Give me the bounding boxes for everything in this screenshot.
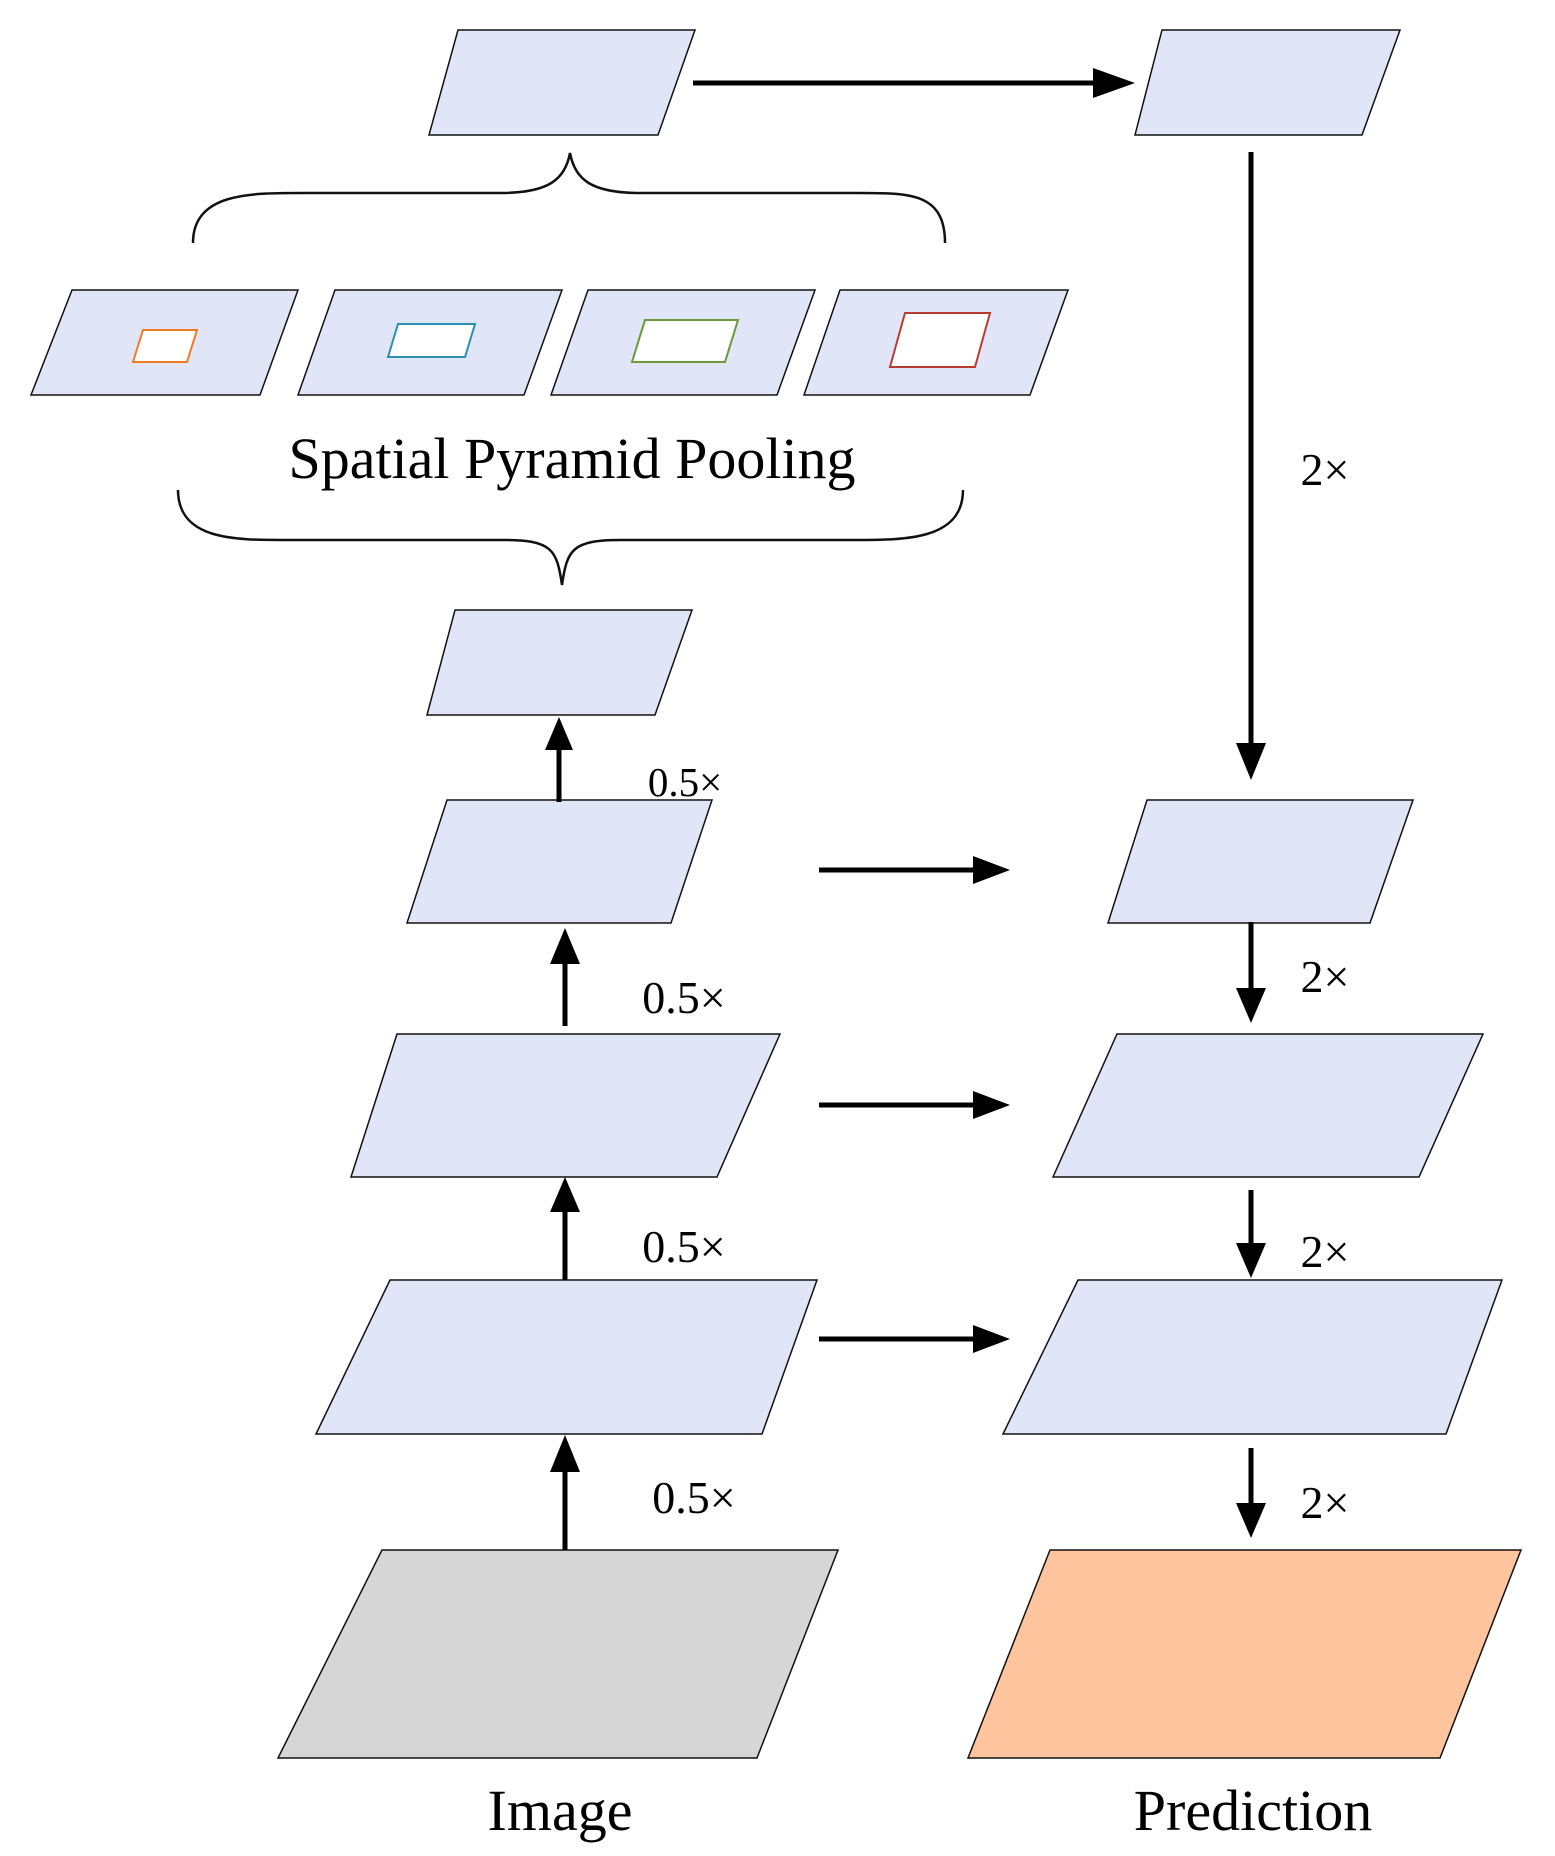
- input-label: Image: [488, 1778, 633, 1843]
- spp-title: Spatial Pyramid Pooling: [288, 426, 855, 491]
- encoder-feature-map-3: [349, 1033, 782, 1178]
- decoder-top-feature-map: [1134, 29, 1402, 136]
- pool-region-1: [131, 329, 199, 363]
- pool-region-4: [888, 312, 992, 368]
- skip-arrow-level-4: [819, 856, 1010, 884]
- encoder-feature-map-2: [314, 1279, 819, 1435]
- arrow-downsample-2: [550, 1177, 580, 1280]
- downsample-label-1: 0.5×: [652, 1472, 735, 1523]
- decoder-feature-map-2: [1001, 1279, 1504, 1435]
- arrow-downsample-4: [545, 717, 573, 802]
- top-brace: [191, 152, 947, 244]
- decoder-feature-map-3: [1051, 1033, 1485, 1178]
- arrow-spp-to-decoder: [693, 68, 1135, 98]
- output-label: Prediction: [1134, 1778, 1372, 1843]
- downsample-label-4: 0.5×: [648, 759, 722, 805]
- skip-arrow-level-3: [819, 1091, 1010, 1119]
- upsample-label-3: 2×: [1301, 1226, 1350, 1277]
- bottom-brace: [176, 489, 965, 586]
- upsample-label-top: 2×: [1301, 444, 1350, 495]
- arrow-upsample-4: [1236, 922, 1266, 1023]
- arrow-upsample-3: [1236, 1190, 1266, 1278]
- arrow-downsample-1: [550, 1435, 580, 1550]
- spp-output-feature-map: [428, 29, 697, 136]
- arrow-downsample-3: [550, 928, 580, 1026]
- input-image: [276, 1549, 840, 1759]
- encoder-bottleneck-feature-map: [426, 609, 694, 716]
- downsample-label-3: 0.5×: [642, 972, 725, 1023]
- prediction-output: [966, 1549, 1523, 1759]
- upsample-label-2: 2×: [1301, 1477, 1350, 1528]
- arrow-upsample-top: [1236, 152, 1266, 780]
- encoder-feature-map-4: [405, 799, 714, 924]
- decoder-feature-map-4: [1106, 799, 1415, 924]
- arrow-upsample-2: [1236, 1448, 1266, 1538]
- downsample-label-2: 0.5×: [642, 1221, 725, 1272]
- skip-arrow-level-2: [819, 1325, 1010, 1353]
- pool-region-3: [630, 319, 740, 363]
- pool-region-2: [386, 323, 477, 358]
- upsample-label-4: 2×: [1301, 951, 1350, 1002]
